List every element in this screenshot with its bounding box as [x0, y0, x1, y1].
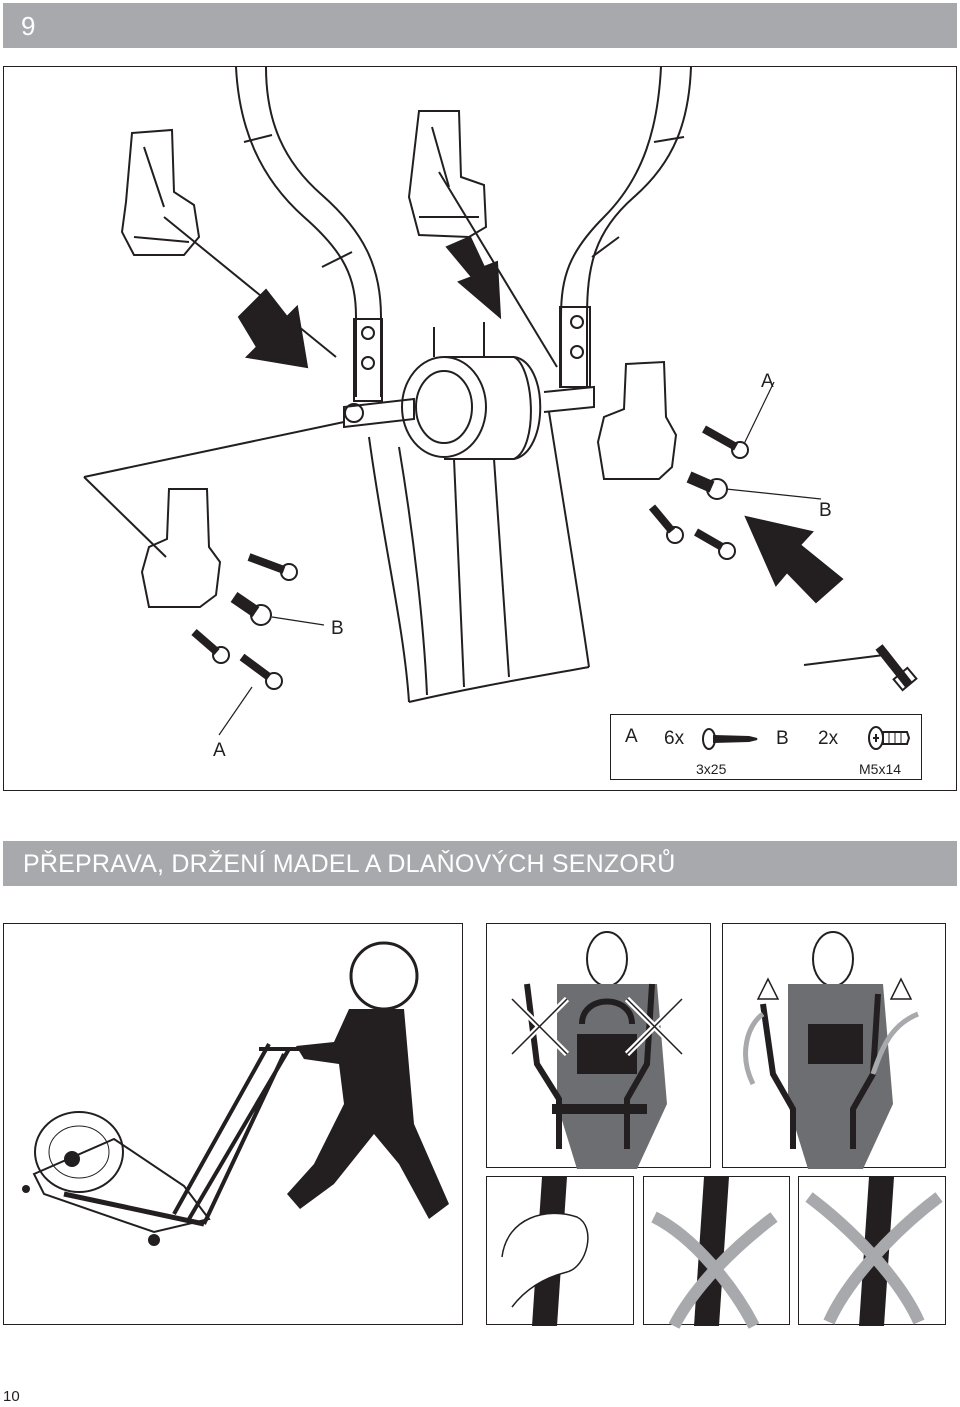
legend-a-size: 3x25: [696, 761, 727, 777]
right-grip: [596, 360, 678, 480]
hand-grip-wrong-2: [805, 1177, 943, 1326]
warning-triangle-right: [889, 977, 913, 1000]
assembly-illustration: [83, 66, 918, 736]
screw-a-icon: [702, 728, 758, 750]
top-left-grip: [120, 128, 201, 256]
right-handlebar-tube: [560, 66, 662, 387]
callout-a-bottom: A: [213, 740, 226, 761]
hardware-legend: A 6x 3x25 B 2x M5x14: [610, 714, 922, 780]
warning-triangle-left: [756, 977, 780, 1000]
rotate-arrow-right: [870, 1011, 919, 1075]
legend-b-letter: B: [776, 728, 789, 749]
correct-grip-panel: [486, 923, 711, 1169]
section-header-bar: PŘEPRAVA, DRŽENÍ MADEL A DLAŇOVÝCH SENZO…: [3, 841, 957, 886]
screw-a-left-1: [247, 553, 286, 574]
warning-grip-figure: [743, 931, 919, 1169]
incorrect-grip-figure: [509, 931, 685, 1169]
person-body: [287, 1009, 449, 1219]
legend-b-size: M5x14: [859, 761, 902, 777]
hand-grip-correct: [501, 1177, 589, 1326]
frame-body: [368, 436, 410, 703]
arrow-left-down: [237, 288, 309, 369]
hand-grip-wrong-panel-2: [798, 1176, 946, 1326]
left-grip: [140, 488, 222, 608]
trainer-front-cover: [34, 1111, 124, 1193]
trainer-handlebars: [172, 1043, 291, 1225]
section-title: PŘEPRAVA, DRŽENÍ MADEL A DLAŇOVÝCH SENZO…: [23, 850, 676, 878]
person-head: [349, 941, 419, 1011]
screw-a-right-1: [702, 425, 738, 451]
wrench-tool: [803, 654, 885, 666]
callout-b-left: B: [331, 618, 344, 639]
arrow-center-down: [445, 235, 502, 320]
transport-illustration-panel: [3, 923, 463, 1325]
legend-a-count: 6x: [664, 728, 685, 749]
rotate-arrow-left: [743, 1011, 765, 1086]
assembly-diagram-panel: A B B A: [3, 66, 957, 791]
step-header-bar: 9: [3, 3, 957, 48]
page-number: 10: [3, 1388, 20, 1405]
step-number: 9: [21, 11, 36, 41]
screw-b-icon: [868, 726, 911, 750]
left-handlebar-tube: [235, 66, 357, 397]
callout-a-top: A: [761, 371, 774, 392]
legend-a-letter: A: [625, 726, 638, 747]
callout-b-right: B: [819, 500, 832, 521]
warning-grip-panel: [722, 923, 946, 1169]
person-moving-machine: [22, 941, 449, 1246]
hand-grip-wrong-panel-1: [643, 1176, 790, 1329]
legend-b-count: 2x: [818, 728, 839, 749]
hand-grip-correct-panel: [486, 1176, 634, 1326]
hand-grip-wrong-1: [651, 1177, 778, 1329]
arrow-right-up: [744, 515, 844, 604]
top-center-grip: [407, 110, 488, 239]
